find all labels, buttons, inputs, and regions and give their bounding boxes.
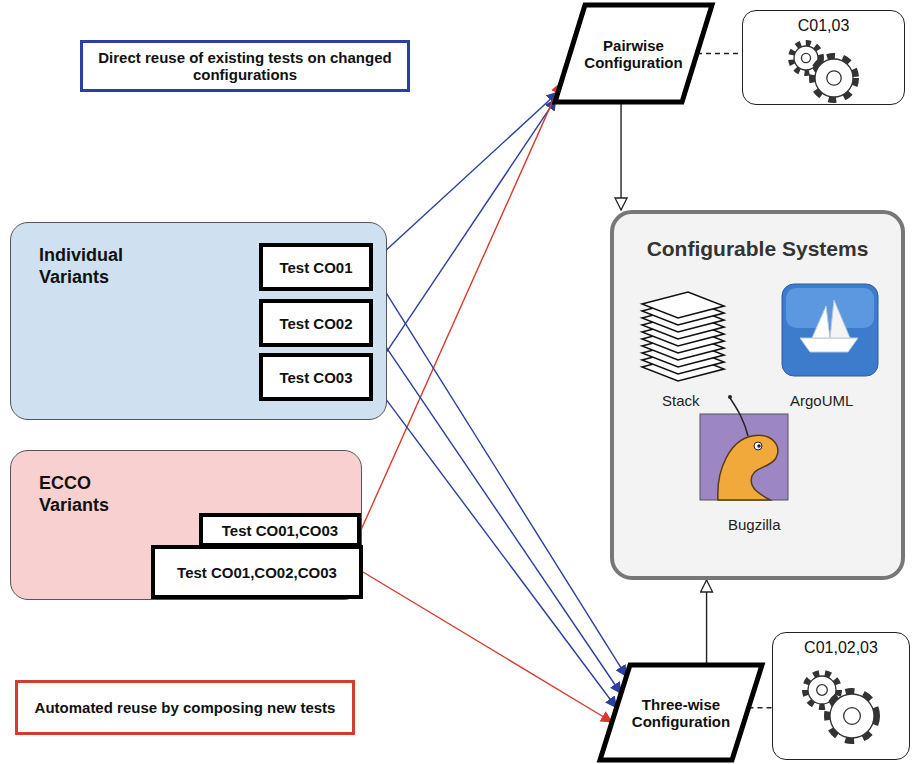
arrow-connector [373,92,558,262]
configuration-parallelogram: Three-wise Configuration [600,665,762,760]
gear-body [830,694,874,738]
variant-group: Individual Variants Test CO01Test CO02Tes… [10,222,387,420]
stack-icon [642,292,724,381]
test-box: Test CO01,CO02,CO03 [151,545,363,599]
node-text: Three-wise Configuration [628,696,734,730]
system-label: Bugzilla [728,516,781,533]
test-box: Test CO01 [259,243,373,291]
gear-hub [827,71,841,85]
note-box: Direct reuse of existing tests on change… [80,40,410,92]
node-text: Automated reuse by composing new tests [35,699,336,716]
node-text: Test CO01,CO03 [222,522,338,539]
arrow-connector [373,272,626,677]
arrow-connector [363,572,612,722]
gear-icons [791,43,877,741]
gear-teeth [812,56,856,100]
group-heading: ECCO Variants [39,473,159,516]
node-text: Test CO02 [279,315,352,332]
parallelogram-shape [555,5,712,102]
configuration-parallelogram: Pairwise Configuration [555,5,712,102]
system-label: ArgoUML [790,392,853,409]
node-text: Test CO01 [279,259,352,276]
argouml-icon [782,284,878,376]
arrow-connector [373,382,617,708]
gear-teeth [791,43,821,73]
panel-fill [612,212,903,578]
arrow-connector [373,328,621,694]
group-heading: Individual Variants [39,245,159,288]
node-text: Test CO03 [279,369,352,386]
gear-hub [817,685,828,696]
node-text: C01,03 [743,17,904,35]
node-text: Pairwise Configuration [583,37,684,71]
bugzilla-icon [700,395,788,500]
arrow-connector [620,102,621,210]
dashed-link [697,53,742,54]
arrow-connector [373,99,556,372]
configuration-icon-box: C01,02,03 [772,632,910,760]
configuration-icon-box: C01,03 [742,10,905,105]
arrow-connector [706,580,707,665]
test-box: Test CO03 [259,353,373,401]
system-label: Stack [662,392,700,409]
gear-body [815,59,853,97]
gear-hub [844,708,861,725]
arrow-connector [361,83,561,530]
node-text: Direct reuse of existing tests on change… [93,49,397,83]
parallelogram-shape [600,665,762,760]
gear-teeth [827,691,877,741]
gear-hub [801,53,810,62]
note-box: Automated reuse by composing new tests [15,680,355,735]
node-text: Configurable Systems [614,236,901,261]
variant-group: ECCO VariantsTest CO01,CO03Test CO01,CO0… [10,450,362,600]
dashed-link [749,707,773,708]
test-box: Test CO01,CO03 [199,513,361,547]
stack-layer [642,292,724,318]
node-text: Test CO01,CO02,CO03 [177,564,337,581]
node-text: C01,02,03 [773,639,909,657]
test-box: Test CO02 [259,299,373,347]
